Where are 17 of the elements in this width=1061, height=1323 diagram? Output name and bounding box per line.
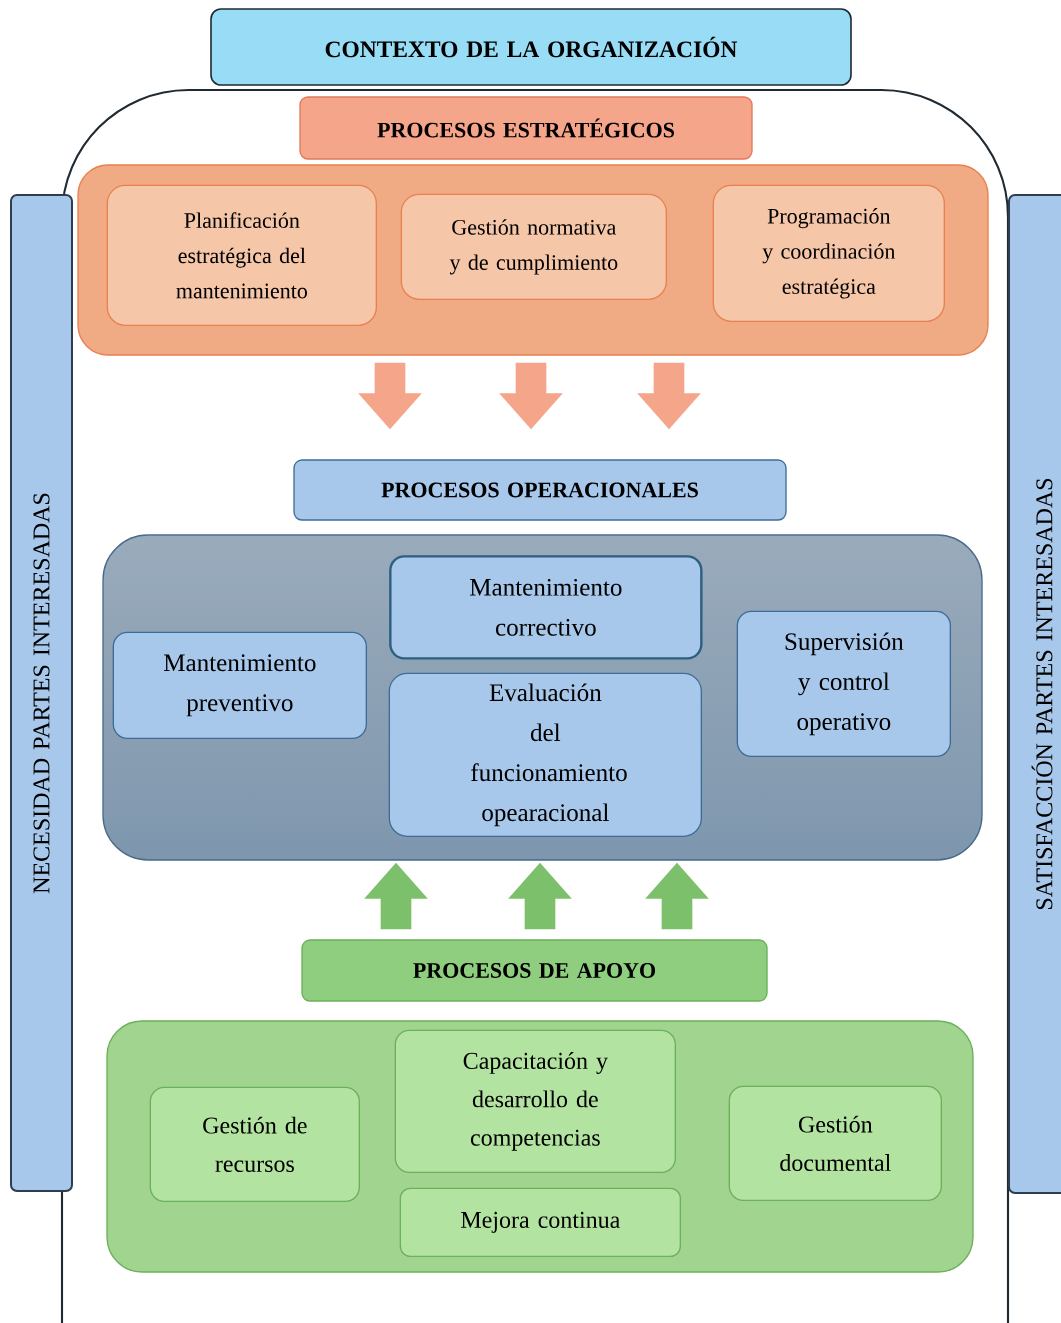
process-box: Mantenimiento preventivo [112, 631, 367, 739]
process-box: Gestión normativa y de cumplimiento [400, 193, 667, 300]
title-box: CONTEXTO DE LA ORGANIZACIÓN [210, 8, 852, 86]
process-box: Evaluación del funcionamiento opearacional [388, 672, 702, 837]
process-box: Supervisión y control operativo [736, 610, 951, 757]
process-box: Capacitación y desarrollo de competencias [394, 1029, 676, 1173]
header-box: PROCESOS ESTRATÉGICOS [299, 96, 753, 160]
header-box: PROCESOS OPERACIONALES [293, 459, 787, 521]
process-box: Gestión de recursos [149, 1086, 360, 1202]
header-box: PROCESOS DE APOYO [301, 939, 768, 1002]
process-box: Mantenimiento correctivo [389, 555, 703, 660]
process-box: Programación y coordinación estratégica [712, 184, 945, 322]
process-box: Planificación estratégica del mantenimiento [106, 184, 377, 326]
process-box: Gestión documental [728, 1085, 942, 1201]
process-box: Mejora continua [399, 1187, 681, 1257]
side-bar: NECESIDAD PARTES INTERESADAS [10, 194, 73, 1192]
side-bar: SATISFACCIÓN PARTES INTERESADAS [1008, 194, 1061, 1194]
